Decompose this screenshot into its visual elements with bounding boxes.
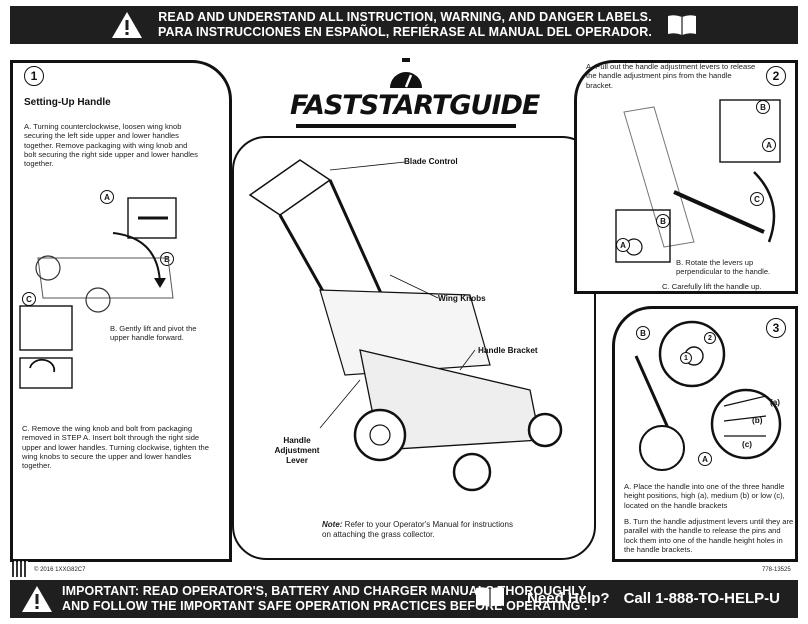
need-help-label: Need Help? xyxy=(527,590,610,607)
step-1b-text: B. Gently lift and pivot the upper handl… xyxy=(110,324,197,343)
collector-note: Note: Refer to your Operator's Manual fo… xyxy=(322,520,522,540)
qr-code-icon xyxy=(12,561,28,577)
step-2-callout-a-top: A xyxy=(762,138,776,152)
manual-book-icon-bottom xyxy=(475,586,505,612)
bottom-banner-line2: AND FOLLOW THE IMPORTANT SAFE OPERATION … xyxy=(62,599,588,613)
bottom-banner-line1: IMPORTANT: READ OPERATOR'S, BATTERY AND … xyxy=(62,584,587,598)
step-1-callout-b: B xyxy=(160,252,174,266)
step-2-callout-b-top: B xyxy=(756,100,770,114)
step-3-callout-a: A xyxy=(698,452,712,466)
help-phone-number[interactable]: Call 1-888-TO-HELP-U xyxy=(623,590,780,607)
step-2-illustration xyxy=(615,99,781,263)
handle-adjustment-lever-label: Handle Adjustment Lever xyxy=(274,436,320,465)
mower-illustration xyxy=(248,159,563,492)
step-2b-text: B. Rotate the levers up perpendicular to… xyxy=(676,258,771,277)
warning-triangle-icon-bottom xyxy=(20,584,54,614)
note-text: Refer to your Operator's Manual for inst… xyxy=(322,520,513,539)
step-2-callout-c: C xyxy=(750,192,764,206)
part-number: 778-13525 xyxy=(762,567,791,573)
step-3b-text: B. Turn the handle adjustment levers unt… xyxy=(624,517,794,554)
logo-underline xyxy=(296,124,516,128)
help-contact: Need Help? Call 1-888-TO-HELP-U xyxy=(476,587,780,607)
warning-triangle-icon xyxy=(110,10,144,40)
copyright-text: © 2016 1XXG82C7 xyxy=(34,567,86,573)
height-position-a: (a) xyxy=(770,398,781,407)
step-1a-text: A. Turning counterclockwise, loosen wing… xyxy=(24,122,198,169)
stopwatch-icon xyxy=(390,58,422,88)
step-1-number: 1 xyxy=(24,66,44,86)
step-1c-text: C. Remove the wing knob and bolt from pa… xyxy=(22,424,210,471)
note-label: Note: xyxy=(322,520,343,529)
top-banner-text: READ AND UNDERSTAND ALL INSTRUCTION, WAR… xyxy=(158,10,652,40)
step-3-arrow-2: 2 xyxy=(704,332,716,344)
step-1-heading: Setting-Up Handle xyxy=(24,97,111,108)
step-1-panel xyxy=(10,60,232,562)
step-2-number: 2 xyxy=(766,66,786,86)
step-3-number: 3 xyxy=(766,318,786,338)
step-2-callout-a-bottom: A xyxy=(616,238,630,252)
manual-book-icon xyxy=(666,13,698,37)
step-2-panel xyxy=(574,60,798,294)
step-2a-text: A. Pull out the handle adjustment levers… xyxy=(586,62,756,90)
step-1-illustration xyxy=(19,197,177,389)
step-2c-text: C. Carefully lift the handle up. xyxy=(662,282,762,291)
blade-control-label: Blade Control xyxy=(404,157,458,166)
step-3-callout-b: B xyxy=(636,326,650,340)
top-banner-line1: READ AND UNDERSTAND ALL INSTRUCTION, WAR… xyxy=(158,10,652,24)
step-2-callout-b-bottom: B xyxy=(656,214,670,228)
fast-start-guide-logo: FASTSTARTGUIDE xyxy=(290,58,540,134)
step-3-arrow-1: 1 xyxy=(680,352,692,364)
handle-bracket-label: Handle Bracket xyxy=(478,346,538,355)
bottom-banner-text: IMPORTANT: READ OPERATOR'S, BATTERY AND … xyxy=(62,584,588,614)
height-position-c: (c) xyxy=(742,440,753,449)
top-warning-banner: READ AND UNDERSTAND ALL INSTRUCTION, WAR… xyxy=(10,6,798,44)
step-3a-text: A. Place the handle into one of the thre… xyxy=(624,482,785,510)
logo-text: FASTSTARTGUIDE xyxy=(290,90,540,121)
wing-knobs-label: Wing Knobs xyxy=(438,294,486,303)
step-1-callout-a: A xyxy=(100,190,114,204)
height-position-b: (b) xyxy=(752,416,763,425)
bottom-warning-banner: IMPORTANT: READ OPERATOR'S, BATTERY AND … xyxy=(10,580,798,618)
top-banner-line2: PARA INSTRUCCIONES EN ESPAÑOL, REFIÉRASE… xyxy=(158,25,652,39)
